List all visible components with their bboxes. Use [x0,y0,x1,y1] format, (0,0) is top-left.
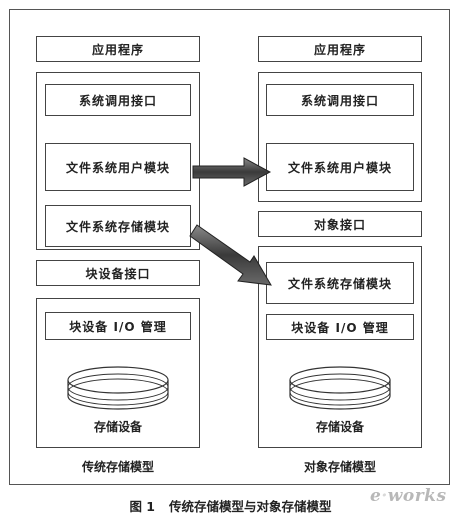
right-fs-storage-box: 文件系统存储模块 [266,262,414,304]
fs-storage-arrow-icon [189,224,272,286]
left-syscall-box: 系统调用接口 [45,84,191,116]
right-object-iface-label: 对象接口 [313,217,366,232]
right-block-io-label: 块设备 I/O 管理 [291,320,389,335]
left-block-io-label: 块设备 I/O 管理 [69,319,167,334]
figure-number: 图 1 [129,499,156,514]
figure-caption: 图 1 传统存储模型与对象存储模型 [0,496,461,515]
right-syscall-label: 系统调用接口 [300,93,379,108]
logo-suffix: works [387,486,447,506]
right-disk-stack-icon [289,366,391,410]
left-block-io-box: 块设备 I/O 管理 [45,312,191,340]
right-object-iface-box: 对象接口 [258,211,422,237]
right-app-label: 应用程序 [313,42,366,57]
figure-title: 传统存储模型与对象存储模型 [169,499,332,514]
right-block-io-box: 块设备 I/O 管理 [266,314,414,340]
right-storage-device-label: 存储设备 [315,420,364,434]
left-disk-stack-icon [67,366,169,410]
e-works-logo-icon: e·works [370,486,447,506]
right-fs-user-label: 文件系统用户模块 [287,160,392,175]
left-fs-user-box: 文件系统用户模块 [45,143,191,191]
left-syscall-label: 系统调用接口 [78,93,157,108]
right-syscall-box: 系统调用接口 [266,84,414,116]
right-app-box: 应用程序 [258,36,422,62]
left-model-caption: 传统存储模型 [81,460,154,474]
left-fs-storage-box: 文件系统存储模块 [45,205,191,247]
left-block-iface-label: 块设备接口 [85,266,151,281]
left-block-iface-box: 块设备接口 [36,260,200,286]
fs-user-arrow-icon [192,157,272,187]
left-fs-user-label: 文件系统用户模块 [65,160,170,175]
left-fs-storage-label: 文件系统存储模块 [65,219,170,234]
right-model-caption: 对象存储模型 [303,460,376,474]
right-fs-storage-label: 文件系统存储模块 [287,276,392,291]
left-storage-device-label: 存储设备 [93,420,142,434]
left-app-label: 应用程序 [91,42,144,57]
logo-prefix: e [370,486,382,506]
right-fs-user-box: 文件系统用户模块 [266,143,414,191]
left-app-box: 应用程序 [36,36,200,62]
